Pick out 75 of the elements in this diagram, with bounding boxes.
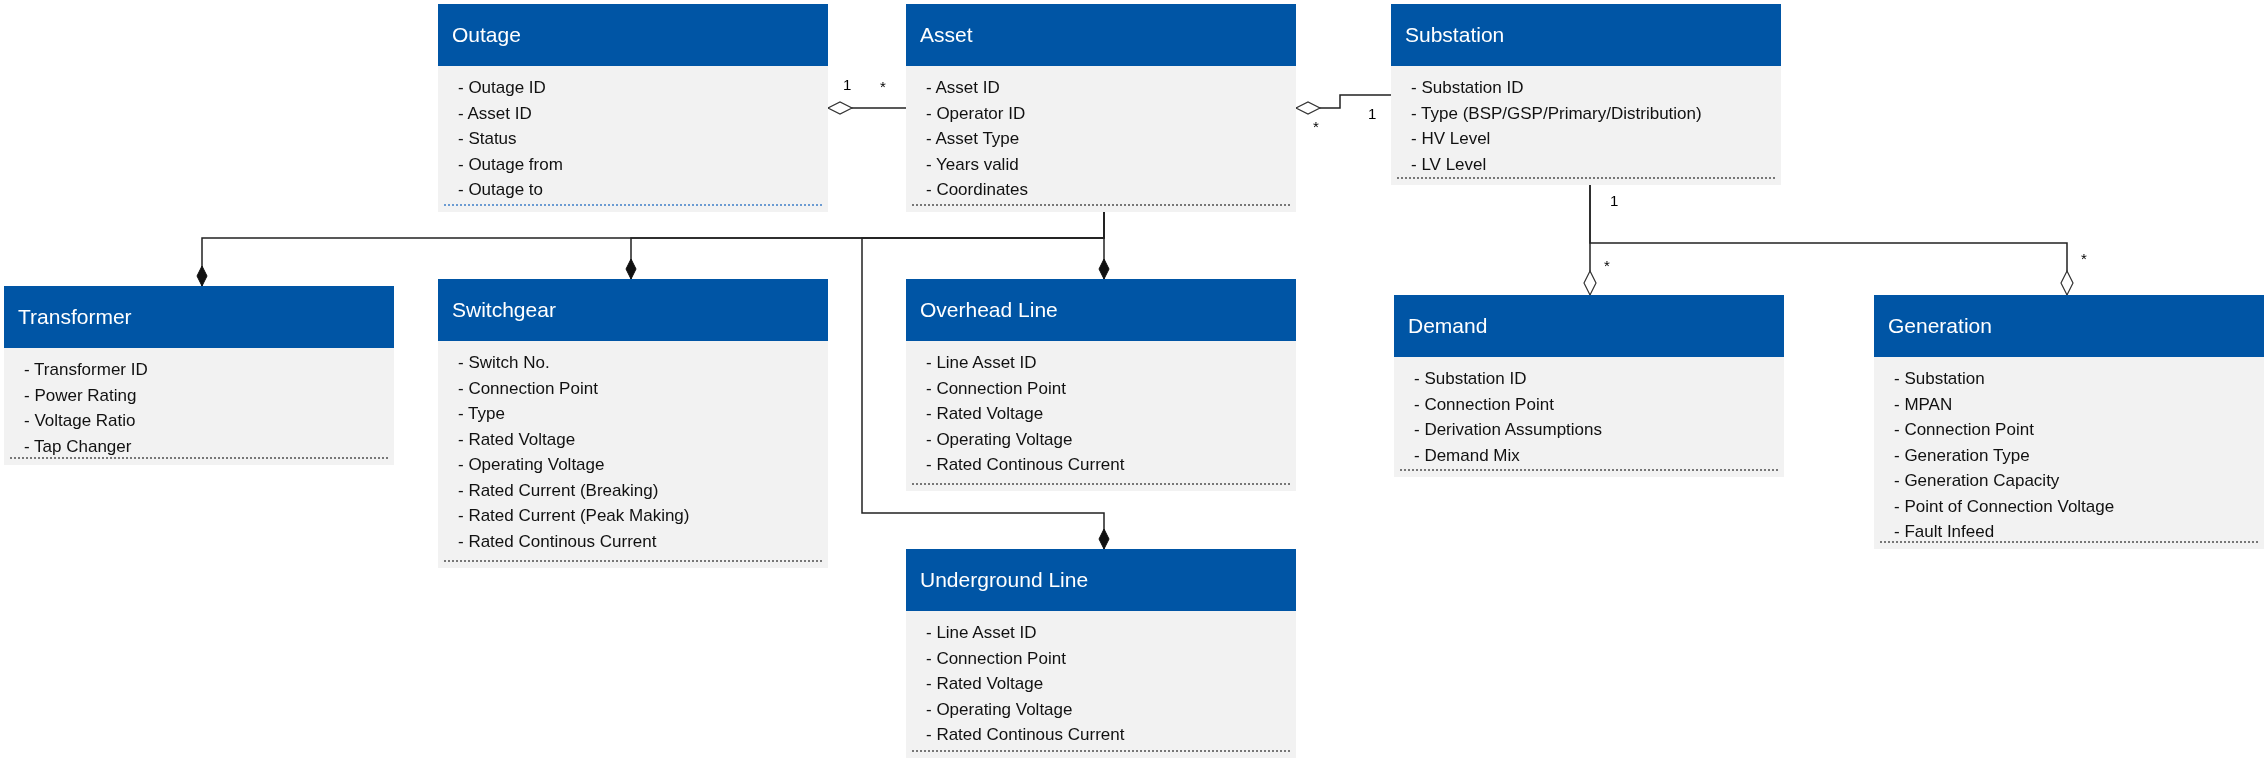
attribute-text: - HV Level — [1411, 128, 1491, 150]
attribute-text: - Operating Voltage — [926, 428, 1073, 451]
attribute-text: - Operator ID — [926, 102, 1026, 125]
multiplicity-label: * — [1604, 257, 1610, 274]
attribute-text: - Rated Voltage — [926, 403, 1044, 425]
class-box — [438, 4, 828, 212]
attribute-text: - Rated Voltage — [458, 428, 576, 451]
class-box — [1394, 295, 1784, 477]
class-name-header: Substation — [1391, 4, 1781, 66]
class-name-header: Overhead Line — [906, 279, 1296, 341]
class-name-header: Outage — [438, 4, 828, 66]
multiplicity-label: 1 — [1368, 105, 1377, 122]
attribute-text: - Generation Capacity — [1894, 470, 2060, 492]
attribute-text: - Asset ID — [926, 77, 1000, 99]
attribute-text: - Connection Point — [926, 377, 1066, 400]
attribute-text: - Substation ID — [1411, 77, 1524, 99]
attribute-text: - Rated Current (Breaking) — [458, 479, 659, 502]
class-name-header: Demand — [1394, 295, 1784, 357]
class-box — [1391, 4, 1781, 185]
attribute-text: - Transformer ID — [24, 359, 148, 381]
attribute-text: - Outage from — [458, 153, 563, 176]
attribute-text: - Switch No. — [458, 352, 550, 374]
attribute-text: - Rated Voltage — [926, 673, 1044, 695]
attribute-text: - Rated Current (Peak Making) — [458, 505, 690, 527]
attribute-text: - Asset ID — [458, 102, 532, 125]
attribute-text: - Operating Voltage — [926, 698, 1073, 721]
class-box — [906, 4, 1296, 212]
attribute-text: - Power Rating — [24, 384, 137, 407]
class-name-header: Underground Line — [906, 549, 1296, 611]
attribute-text: - LV Level — [1411, 153, 1487, 176]
multiplicity-label: 1 — [843, 76, 852, 93]
class-name-header: Asset — [906, 4, 1296, 66]
multiplicity-label: * — [2081, 250, 2087, 267]
attribute-text: - Demand Mix — [1414, 444, 1520, 467]
attribute-text: - Fault Infeed — [1894, 521, 1995, 543]
attribute-text: - Rated Continous Current — [926, 454, 1125, 476]
attribute-text: - Rated Continous Current — [926, 724, 1125, 746]
attribute-text: - MPAN — [1894, 393, 1953, 416]
attribute-text: - Coordinates — [926, 179, 1029, 201]
attribute-text: - Rated Continous Current — [458, 530, 657, 553]
class-box — [4, 286, 394, 465]
attribute-text: - Connection Point — [458, 377, 598, 400]
attribute-text: - Connection Point — [1414, 393, 1554, 416]
multiplicity-label: 1 — [1610, 192, 1619, 209]
aggregation-connector — [1589, 184, 2074, 296]
attribute-text: - Type (BSP/GSP/Primary/Distribution) — [1411, 102, 1702, 125]
attribute-text: - Operating Voltage — [458, 454, 605, 476]
attribute-text: - Connection Point — [1894, 419, 2034, 441]
attribute-text: - Type — [458, 403, 505, 425]
attribute-text: - Derivation Assumptions — [1414, 419, 1603, 441]
class-box — [438, 279, 828, 568]
attribute-text: - Line Asset ID — [926, 352, 1037, 374]
attribute-text: - Years valid — [926, 153, 1019, 176]
attribute-text: - Generation Type — [1894, 444, 2030, 467]
attribute-text: - Outage to — [458, 179, 544, 201]
class-box — [906, 549, 1296, 758]
attribute-text: - Asset Type — [926, 128, 1020, 150]
attribute-text: - Substation — [1894, 368, 1985, 390]
class-name-header: Switchgear — [438, 279, 828, 341]
attribute-text: - Outage ID — [458, 77, 546, 99]
attribute-text: - Connection Point — [926, 647, 1066, 670]
multiplicity-label: * — [880, 78, 886, 95]
class-box — [1874, 295, 2264, 549]
class-name-header: Transformer — [4, 286, 394, 348]
attribute-text: - Voltage Ratio — [24, 410, 136, 432]
attribute-text: - Substation ID — [1414, 368, 1527, 390]
attribute-text: - Tap Changer — [24, 435, 132, 458]
aggregation-connector — [1295, 94, 1392, 115]
attribute-text: - Line Asset ID — [926, 622, 1037, 644]
multiplicity-label: * — [1313, 118, 1319, 135]
class-box — [906, 279, 1296, 491]
aggregation-connector — [827, 101, 907, 115]
class-name-header: Generation — [1874, 295, 2264, 357]
attribute-text: - Status — [458, 128, 517, 150]
attribute-text: - Point of Connection Voltage — [1894, 495, 2115, 518]
